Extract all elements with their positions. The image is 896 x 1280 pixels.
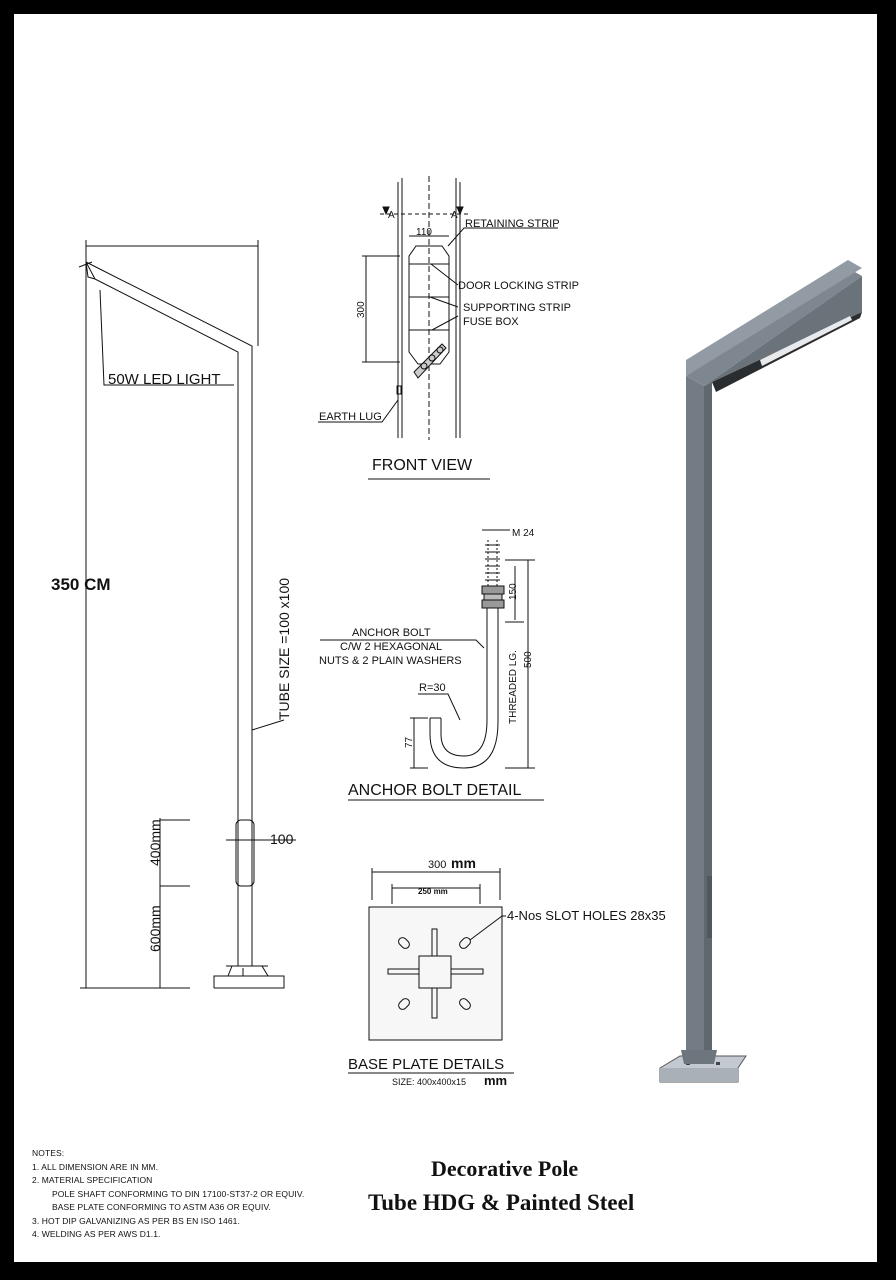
- anchor-desc-line3: NUTS & 2 PLAIN WASHERS: [319, 655, 462, 667]
- note-1: 1. ALL DIMENSION ARE IN MM.: [32, 1161, 159, 1172]
- pole-render: [659, 260, 862, 1083]
- door-width-dim: 100: [270, 831, 294, 847]
- retaining-strip-label: RETAINING STRIP: [465, 218, 560, 230]
- earth-lug-label: EARTH LUG: [319, 411, 382, 423]
- door-height-dim: 400mm: [147, 819, 163, 866]
- note-2: 2. MATERIAL SPECIFICATION: [32, 1175, 153, 1185]
- plate-inner-dim: 250 mm: [418, 887, 448, 896]
- bend-radius-label: R=30: [419, 682, 446, 694]
- front-height-dim: 300: [356, 301, 367, 318]
- technical-drawing: 50W LED LIGHT 350 CM TUBE SIZE =100 x100…: [51, 176, 862, 1215]
- supporting-strip-label: SUPPORTING STRIP: [463, 302, 571, 314]
- led-light-label: 50W LED LIGHT: [108, 371, 221, 388]
- section-mark-right: A: [451, 210, 458, 221]
- front-view-title: FRONT VIEW: [372, 457, 473, 474]
- door-locking-strip-label: DOOR LOCKING STRIP: [458, 280, 579, 292]
- plate-size-unit: mm: [484, 1073, 507, 1088]
- title-line2: Tube HDG & Painted Steel: [368, 1190, 634, 1215]
- threaded-length-label: THREADED LG.: [508, 650, 519, 724]
- note-2a: POLE SHAFT CONFORMING TO DIN 17100-ST37-…: [52, 1188, 305, 1199]
- bolt-size-label: M 24: [512, 528, 535, 539]
- front-width-dim: 110: [416, 227, 432, 238]
- door-base-dim: 600mm: [147, 905, 163, 952]
- slot-holes-label: 4-Nos SLOT HOLES 28x35: [507, 908, 666, 923]
- note-4: 4. WELDING AS PER AWS D1.1.: [32, 1229, 161, 1239]
- notes-block: NOTES: 1. ALL DIMENSION ARE IN MM. 2. MA…: [32, 1147, 304, 1242]
- plate-outer-dim: 300: [428, 859, 446, 871]
- notes-heading: NOTES:: [32, 1148, 65, 1158]
- front-view: [318, 176, 558, 480]
- base-plate-detail: [348, 868, 514, 1074]
- plate-size-label: SIZE: 400x400x15: [392, 1077, 466, 1087]
- plate-outer-unit: mm: [451, 855, 476, 871]
- overall-height-label: 350 CM: [51, 575, 111, 594]
- side-view: [78, 240, 296, 989]
- hook-dim: 77: [404, 736, 415, 748]
- door-opening: [235, 819, 255, 887]
- base-plate-side: [213, 975, 285, 989]
- anchor-desc-line1: ANCHOR BOLT: [352, 627, 431, 639]
- total-length-dim: 500: [523, 651, 534, 668]
- tube-size-label: TUBE SIZE =100 x100: [276, 578, 292, 720]
- thread-length-dim: 150: [508, 583, 519, 600]
- drawing-sheet: 50W LED LIGHT 350 CM TUBE SIZE =100 x100…: [14, 14, 877, 1262]
- base-plate-title: BASE PLATE DETAILS: [348, 1056, 504, 1073]
- anchor-bolt-detail: [320, 529, 544, 801]
- title-line1: Decorative Pole: [431, 1156, 578, 1181]
- anchor-bolt-title: ANCHOR BOLT DETAIL: [348, 782, 521, 799]
- note-2b: BASE PLATE CONFORMING TO ASTM A36 OR EQU…: [52, 1202, 271, 1212]
- pole-outline: [85, 261, 253, 967]
- note-3: 3. HOT DIP GALVANIZING AS PER BS EN ISO …: [32, 1215, 240, 1226]
- anchor-desc-line2: C/W 2 HEXAGONAL: [340, 641, 442, 653]
- section-mark-left: A: [388, 210, 395, 221]
- fuse-box-label: FUSE BOX: [463, 316, 519, 328]
